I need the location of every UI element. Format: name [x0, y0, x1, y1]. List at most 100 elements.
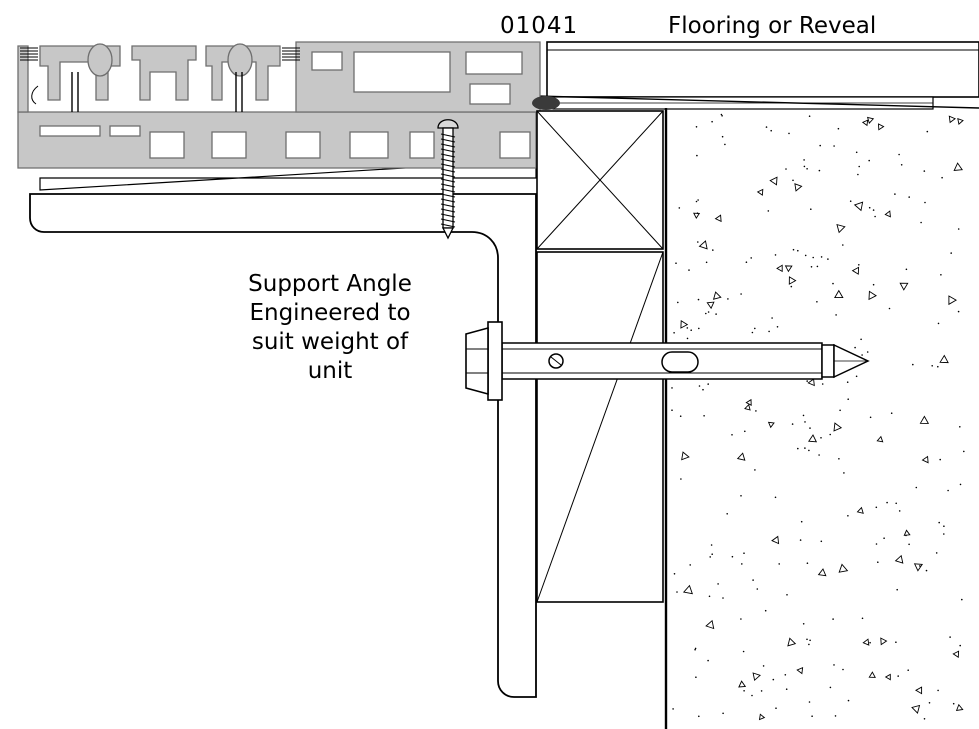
aggregate-triangle — [914, 686, 923, 695]
stipple-dot — [875, 543, 878, 545]
stipple-dot — [802, 414, 805, 417]
stipple-dot — [710, 544, 713, 546]
stipple-dot — [788, 132, 790, 135]
support-angle — [29, 193, 537, 698]
aggregate-triangle — [948, 295, 958, 306]
stipple-dot — [950, 252, 952, 254]
stipple-dot — [908, 196, 910, 198]
stipple-dot — [912, 363, 914, 366]
thread-line — [440, 148, 456, 153]
stipple-dot — [937, 689, 939, 692]
concrete-aggregate — [671, 113, 965, 721]
stipple-dot — [731, 555, 734, 558]
stipple-dot — [808, 701, 811, 703]
aggregate-triangle — [736, 452, 746, 461]
aggregate-triangle — [953, 162, 964, 172]
aggregate-triangle — [851, 266, 860, 275]
stipple-dot — [898, 153, 900, 156]
aggregate-triangle — [769, 176, 778, 186]
stipple-dot — [686, 327, 689, 329]
stipple-dot — [750, 257, 752, 259]
stipple-dot — [694, 648, 696, 651]
stipple-dot — [847, 515, 849, 517]
stipple-dot — [803, 165, 806, 168]
aggregate-triangle — [807, 378, 815, 387]
stipple-dot — [810, 208, 812, 210]
stipple-dot — [774, 254, 777, 256]
stipple-dot — [869, 641, 871, 644]
stipple-dot — [785, 168, 787, 170]
stipple-dot — [726, 513, 728, 515]
stipple-dot — [915, 486, 918, 489]
stipple-dot — [843, 472, 845, 474]
aggregate-triangle — [884, 673, 891, 681]
flooring-board — [546, 41, 979, 110]
stipple-dot — [846, 381, 849, 384]
aggregate-triangle — [856, 506, 864, 514]
stipple-dot — [872, 209, 875, 211]
stipple-dot — [711, 120, 713, 123]
anchor-bolt-icon — [501, 342, 870, 380]
stipple-dot — [938, 521, 940, 524]
hex-nut-icon — [465, 321, 503, 401]
aggregate-triangle — [957, 118, 964, 125]
stipple-dot — [752, 579, 754, 581]
stipple-dot — [762, 665, 765, 667]
stipple-dot — [939, 458, 941, 461]
stipple-dot — [804, 447, 806, 449]
stipple-dot — [707, 659, 709, 662]
stipple-dot — [712, 249, 714, 251]
stipple-dot — [808, 449, 810, 452]
stipple-dot — [767, 210, 770, 212]
stipple-dot — [680, 478, 682, 480]
aggregate-triangle — [952, 650, 960, 659]
aggregate-triangle — [817, 568, 827, 577]
stipple-dot — [755, 410, 757, 412]
stipple-dot — [720, 113, 723, 116]
stipple-dot — [774, 496, 777, 499]
aggregate-triangle — [745, 398, 752, 406]
stipple-dot — [820, 256, 823, 258]
stipple-dot — [689, 564, 691, 566]
stipple-dot — [920, 221, 922, 224]
flooring-label: Flooring or Reveal — [668, 13, 877, 39]
aggregate-triangle — [955, 703, 964, 711]
stipple-dot — [924, 201, 926, 204]
stipple-dot — [705, 261, 708, 264]
stipple-dot — [947, 489, 949, 492]
stipple-dot — [959, 483, 962, 486]
stipple-dot — [838, 458, 840, 460]
stipple-dot — [818, 454, 820, 456]
thread-line — [440, 158, 456, 163]
stipple-dot — [765, 126, 768, 128]
stipple-dot — [694, 647, 697, 650]
support-label-line-3: suit weight of — [251, 329, 409, 355]
stipple-dot — [908, 543, 910, 546]
stipple-dot — [895, 502, 897, 505]
stipple-dot — [770, 129, 772, 132]
aggregate-triangle — [833, 422, 843, 432]
stipple-dot — [806, 168, 808, 170]
window-frame-profile — [17, 41, 541, 169]
stipple-dot — [740, 293, 742, 295]
aggregate-triangle — [776, 264, 783, 273]
aggregate-triangle — [807, 434, 818, 443]
thread-line — [440, 153, 456, 158]
stipple-dot — [806, 638, 808, 641]
thread-line — [440, 223, 456, 228]
aggregate-triangle — [788, 276, 797, 285]
stipple-dot — [896, 588, 898, 591]
aggregate-triangle — [752, 672, 761, 682]
stipple-dot — [717, 583, 719, 585]
stipple-dot — [890, 412, 893, 415]
stipple-dot — [797, 249, 799, 252]
stipple-dot — [797, 447, 799, 450]
stipple-dot — [802, 623, 805, 625]
stipple-dot — [866, 351, 869, 353]
thread-line — [440, 218, 456, 223]
stipple-dot — [803, 159, 805, 161]
stipple-dot — [820, 540, 823, 543]
stipple-dot — [695, 200, 698, 203]
stipple-dot — [940, 274, 942, 276]
stipple-dot — [771, 317, 773, 319]
